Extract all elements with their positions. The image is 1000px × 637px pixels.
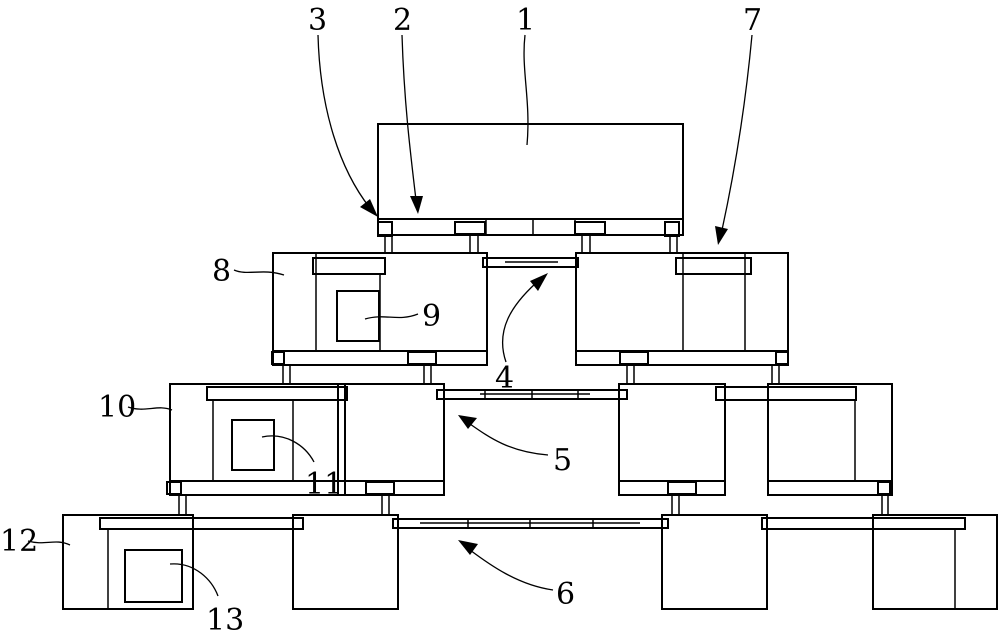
label-13: 13 — [206, 603, 244, 637]
label-1: 1 — [516, 3, 535, 38]
label-8: 8 — [212, 254, 231, 289]
leader-lines — [27, 34, 753, 597]
third-tier — [169, 383, 893, 496]
label-12: 12 — [0, 524, 38, 559]
label-6: 6 — [556, 577, 575, 612]
top-block — [377, 123, 684, 236]
label-10: 10 — [98, 390, 136, 425]
part-labels: 3 2 1 7 8 9 4 10 11 5 12 13 6 — [0, 3, 762, 637]
second-tier — [272, 252, 789, 366]
label-7: 7 — [743, 3, 762, 38]
bottom-tier — [62, 514, 998, 610]
label-5: 5 — [553, 443, 572, 478]
label-3: 3 — [308, 3, 327, 38]
label-2: 2 — [393, 3, 412, 38]
label-11: 11 — [305, 467, 343, 502]
top-connectors — [377, 221, 680, 253]
third-tier-connectors — [166, 481, 891, 515]
second-tier-connectors — [271, 351, 789, 384]
label-9: 9 — [422, 299, 441, 334]
label-4: 4 — [495, 361, 514, 396]
